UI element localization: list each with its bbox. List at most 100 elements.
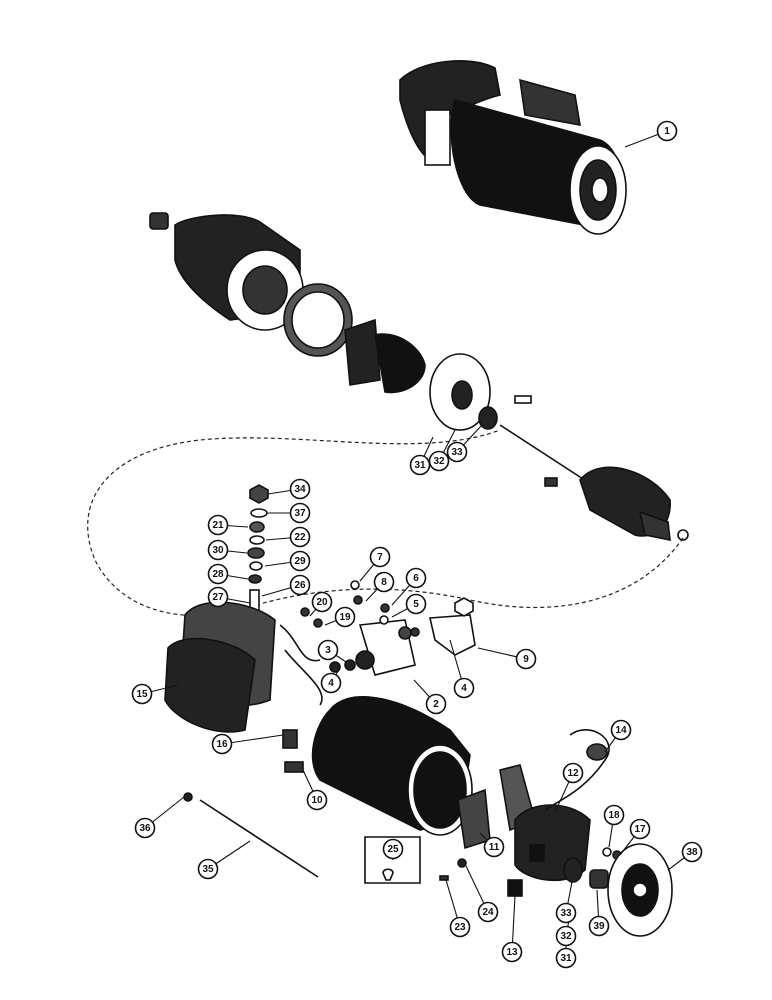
callout-circle bbox=[681, 841, 703, 863]
callout-number: 32 bbox=[560, 931, 572, 942]
callout-circle bbox=[207, 514, 229, 536]
callout-circle bbox=[477, 901, 499, 923]
callout-circle bbox=[207, 586, 229, 608]
callout-number: 3 bbox=[325, 645, 331, 656]
callout-circle bbox=[555, 925, 577, 947]
callout-circle bbox=[562, 762, 584, 784]
callout-c20: 20 bbox=[311, 591, 333, 613]
callout-number: 33 bbox=[451, 447, 463, 458]
callout-circle bbox=[289, 526, 311, 548]
callout-number: 30 bbox=[212, 545, 224, 556]
drive-housing-drawing bbox=[149, 212, 304, 331]
callout-c16: 16 bbox=[211, 733, 233, 755]
callout-number: 33 bbox=[560, 908, 572, 919]
callout-circle bbox=[449, 916, 471, 938]
callout-circle bbox=[306, 789, 328, 811]
callout-c22: 22 bbox=[289, 526, 311, 548]
callout-c38: 38 bbox=[681, 841, 703, 863]
callout-number: 21 bbox=[212, 520, 224, 531]
callout-number: 17 bbox=[634, 824, 646, 835]
callout-c33a: 33 bbox=[446, 441, 468, 463]
callout-circle bbox=[373, 571, 395, 593]
callout-circle bbox=[428, 450, 450, 472]
callout-c30: 30 bbox=[207, 539, 229, 561]
callout-c14: 14 bbox=[610, 719, 632, 741]
callout-c31a: 31 bbox=[409, 454, 431, 476]
callout-c35: 35 bbox=[197, 858, 219, 880]
callout-number: 18 bbox=[608, 810, 620, 821]
callout-circle bbox=[131, 683, 153, 705]
callout-circle bbox=[405, 567, 427, 589]
callout-circle bbox=[483, 836, 505, 858]
callout-c24: 24 bbox=[477, 901, 499, 923]
callout-number: 23 bbox=[454, 922, 466, 933]
callout-circle bbox=[446, 441, 468, 463]
frame-drawing bbox=[284, 696, 473, 836]
callout-number: 6 bbox=[413, 573, 419, 584]
callout-number: 7 bbox=[377, 552, 383, 563]
callout-circle bbox=[289, 574, 311, 596]
callout-circle bbox=[289, 502, 311, 524]
callout-circle bbox=[555, 947, 577, 969]
callout-c17: 17 bbox=[629, 818, 651, 840]
callout-number: 24 bbox=[482, 907, 494, 918]
callout-c9: 9 bbox=[515, 648, 537, 670]
callout-c36: 36 bbox=[134, 817, 156, 839]
callout-number: 10 bbox=[311, 795, 323, 806]
callout-circle bbox=[501, 941, 523, 963]
callout-number: 11 bbox=[489, 842, 500, 853]
callout-c26: 26 bbox=[289, 574, 311, 596]
end-cap-drawing bbox=[607, 843, 673, 937]
callout-c33b: 33 bbox=[555, 902, 577, 924]
callout-circle bbox=[317, 639, 339, 661]
callout-number: 5 bbox=[413, 599, 419, 610]
callout-number: 26 bbox=[294, 580, 306, 591]
callout-number: 22 bbox=[294, 532, 306, 543]
callout-c15: 15 bbox=[131, 683, 153, 705]
callout-c32b: 32 bbox=[555, 925, 577, 947]
callout-c4b: 4 bbox=[453, 677, 475, 699]
callout-c18: 18 bbox=[603, 804, 625, 826]
callout-circle bbox=[409, 454, 431, 476]
callout-circle bbox=[311, 591, 333, 613]
callout-circle bbox=[134, 817, 156, 839]
assembly-grouping-outline bbox=[87, 429, 684, 617]
callout-number: 34 bbox=[294, 484, 306, 495]
callout-c32a: 32 bbox=[428, 450, 450, 472]
inset-box-25 bbox=[364, 836, 421, 884]
callout-number: 1 bbox=[664, 126, 670, 137]
callout-number: 8 bbox=[381, 577, 387, 588]
callout-c31b: 31 bbox=[555, 947, 577, 969]
callout-c19: 19 bbox=[334, 606, 356, 628]
callout-circle bbox=[588, 915, 610, 937]
callout-number: 19 bbox=[339, 612, 351, 623]
callout-number: 28 bbox=[212, 569, 224, 580]
callout-number: 2 bbox=[433, 699, 439, 710]
callout-number: 29 bbox=[294, 556, 306, 567]
callout-c10: 10 bbox=[306, 789, 328, 811]
callout-number: 4 bbox=[328, 678, 334, 689]
callout-circle bbox=[289, 478, 311, 500]
callout-circle bbox=[211, 733, 233, 755]
callout-circle bbox=[515, 648, 537, 670]
callout-number: 13 bbox=[506, 947, 518, 958]
callout-circle bbox=[656, 120, 678, 142]
callout-number: 36 bbox=[139, 823, 151, 834]
callout-c4a: 4 bbox=[320, 672, 342, 694]
callout-c34: 34 bbox=[289, 478, 311, 500]
center-plate-drawing bbox=[429, 353, 532, 431]
callout-number: 9 bbox=[523, 654, 529, 665]
callout-c3: 3 bbox=[317, 639, 339, 661]
callout-circle bbox=[207, 539, 229, 561]
gasket-drawing bbox=[283, 283, 353, 357]
callout-circle bbox=[453, 677, 475, 699]
armature-drawing bbox=[499, 424, 689, 541]
solenoid-drawing bbox=[300, 580, 476, 676]
callout-number: 35 bbox=[202, 864, 214, 875]
terminal-hardware-stack-drawing bbox=[247, 484, 269, 613]
callout-c39: 39 bbox=[588, 915, 610, 937]
callout-c7: 7 bbox=[369, 546, 391, 568]
callout-number: 38 bbox=[686, 847, 698, 858]
callout-number: 37 bbox=[294, 508, 306, 519]
